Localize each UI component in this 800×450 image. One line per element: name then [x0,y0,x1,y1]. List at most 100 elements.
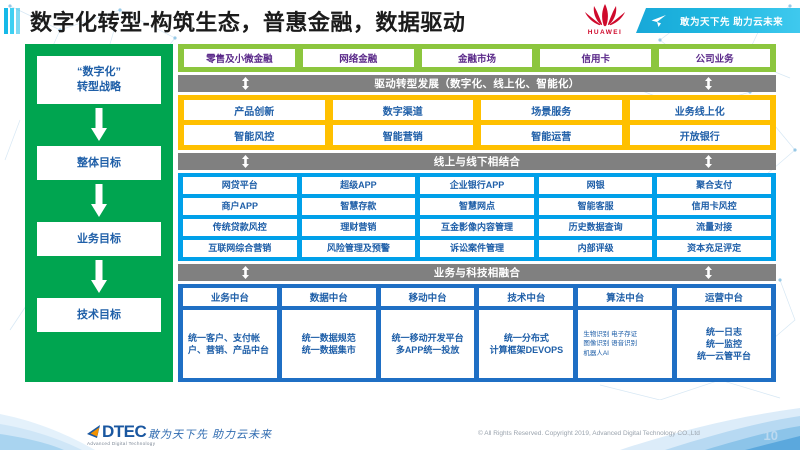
capabilities-row: 商户APP 智慧存款 智慧网点 智能客服 信用卡风控 [183,198,771,215]
huawei-logo: HUAWEI [581,2,629,40]
slide-header: 数字化转型-构筑生态，普惠金融，数据驱动 HUAWEI 敢为天下先 助力云未来 [0,0,800,42]
platform-column-business: 业务中台 统一客户、支付帐户、营销、产品中台 [183,288,277,378]
strategy-item-digital-transformation[interactable]: “数字化” 转型战略 [37,56,161,104]
arrow-down-icon [91,108,107,141]
up-down-arrow-icon [705,155,712,168]
up-down-arrow-icon [242,266,249,279]
platforms-band: 业务中台 统一客户、支付帐户、营销、产品中台 数据中台 统一数据规范 统一数据集… [178,284,776,382]
divider-online-offline: 线上与线下相结合 [178,153,776,170]
up-down-arrow-icon [705,266,712,279]
business-line-financial-market[interactable]: 金融市场 [421,49,533,67]
platform-column-technology: 技术中台 统一分布式 计算框架DEVOPS [479,288,574,378]
capability-internal-rating[interactable]: 内部评级 [538,240,653,257]
goal-open-banking[interactable]: 开放银行 [629,125,770,145]
divider-online-offline-label: 线上与线下相结合 [433,156,521,168]
slogan-text: 敢为天下先 助力云未来 [680,16,784,28]
platform-body-data: 统一数据规范 统一数据集市 [281,310,376,378]
goals-row: 产品创新 数字渠道 场景服务 业务线上化 [184,100,770,120]
capability-smart-customer-service[interactable]: 智能客服 [538,198,653,215]
platform-head-business[interactable]: 业务中台 [183,288,277,306]
capability-litigation-case-mgmt[interactable]: 诉讼案件管理 [420,240,534,257]
huawei-flower-icon [585,4,625,27]
business-line-retail-micro[interactable]: 零售及小微金融 [184,49,295,67]
strategy-item-technology-goal[interactable]: 技术目标 [37,298,161,332]
capabilities-row: 网贷平台 超级APP 企业银行APP 网银 聚合支付 [183,177,771,194]
capability-smart-branch[interactable]: 智慧网点 [420,198,534,215]
platform-body-business: 统一客户、支付帐户、营销、产品中台 [183,310,277,378]
capability-corporate-bank-app[interactable]: 企业银行APP [420,177,534,194]
divider-drive-label: 驱动转型发展（数字化、线上化、智能化） [374,78,580,90]
paper-plane-icon [651,14,666,27]
divider-drive-transformation: 驱动转型发展（数字化、线上化、智能化） [178,75,776,92]
strategy-item-overall-goal[interactable]: 整体目标 [37,146,161,180]
footer-slogan: 敢为天下先 助力云未来 [148,429,273,441]
goal-product-innovation[interactable]: 产品创新 [184,100,325,120]
strategy-column: “数字化” 转型战略 整体目标 业务目标 技术目标 [25,44,173,382]
platform-body-technology: 统一分布式 计算框架DEVOPS [479,310,574,378]
platform-body-algorithm: 生物识别 电子存证 图像识别 语音识别 机器人AI [578,310,673,378]
capabilities-row: 互联网综合营销 风险管理及预警 诉讼案件管理 内部评级 资本充足评定 [183,240,771,257]
capability-internet-marketing[interactable]: 互联网综合营销 [183,240,297,257]
goal-digital-channel[interactable]: 数字渠道 [332,100,473,120]
dtec-logo: DTEC Advanced Digital Technology [86,423,155,446]
up-down-arrow-icon [705,77,712,90]
capability-credit-card-risk[interactable]: 信用卡风控 [657,198,771,215]
capability-wealth-marketing[interactable]: 理财营销 [301,219,416,236]
dtec-wordmark: DTEC [102,422,147,441]
up-down-arrow-icon [242,77,249,90]
diagram-stage: “数字化” 转型战略 整体目标 业务目标 技术目标 零售及小微金融 网络金融 金… [0,42,800,400]
capability-image-content-mgmt[interactable]: 互金影像内容管理 [420,219,534,236]
up-down-arrow-icon [242,155,249,168]
platform-head-technology[interactable]: 技术中台 [479,288,574,306]
slogan-banner: 敢为天下先 助力云未来 [636,8,800,33]
page-number: 10 [763,428,778,443]
capability-merchant-app[interactable]: 商户APP [183,198,297,215]
platform-column-data: 数据中台 统一数据规范 统一数据集市 [281,288,376,378]
platform-body-mobile: 统一移动开发平台 多APP统一投放 [380,310,475,378]
capability-super-app[interactable]: 超级APP [301,177,416,194]
arrow-down-icon [91,184,107,217]
goal-business-online[interactable]: 业务线上化 [629,100,770,120]
goal-smart-marketing[interactable]: 智能营销 [332,125,473,145]
business-line-corporate[interactable]: 公司业务 [659,49,770,67]
goals-band: 产品创新 数字渠道 场景服务 业务线上化 智能风控 智能营销 智能运营 开放银行 [178,95,776,150]
goal-smart-operation[interactable]: 智能运营 [481,125,622,145]
capability-online-banking[interactable]: 网银 [538,177,653,194]
business-line-band: 零售及小微金融 网络金融 金融市场 信用卡 公司业务 [178,44,776,72]
huawei-wordmark: HUAWEI [587,29,623,36]
platform-column-algorithm: 算法中台 生物识别 电子存证 图像识别 语音识别 机器人AI [578,288,673,378]
dtec-tagline: Advanced Digital Technology [87,441,156,446]
capability-traditional-loan-risk[interactable]: 传统贷款风控 [183,219,297,236]
platform-head-data[interactable]: 数据中台 [281,288,376,306]
capability-aggregate-payment[interactable]: 聚合支付 [657,177,771,194]
divider-business-technology-label: 业务与科技相融合 [433,267,521,279]
capability-online-lending[interactable]: 网贷平台 [183,177,297,194]
header-accent-bars [4,8,26,34]
copyright-text: © All Rights Reserved. Copyright 2019, A… [478,430,700,437]
capability-traffic-integration[interactable]: 流量对接 [657,219,771,236]
capability-smart-deposit[interactable]: 智慧存款 [301,198,416,215]
footer-wave-decoration [0,408,800,450]
capabilities-band: 网贷平台 超级APP 企业银行APP 网银 聚合支付 商户APP 智慧存款 智慧… [178,173,776,261]
strategy-item-business-goal[interactable]: 业务目标 [37,222,161,256]
business-line-credit-card[interactable]: 信用卡 [540,49,652,67]
content-column: 零售及小微金融 网络金融 金融市场 信用卡 公司业务 驱动转型发展（数字化、线上… [178,44,776,382]
platform-head-algorithm[interactable]: 算法中台 [578,288,673,306]
slide-footer: DTEC Advanced Digital Technology 敢为天下先 助… [0,400,800,450]
capability-capital-adequacy[interactable]: 资本充足评定 [657,240,771,257]
capability-risk-mgmt-warning[interactable]: 风险管理及预警 [301,240,416,257]
platform-body-operation: 统一日志 统一监控 统一云管平台 [677,310,771,378]
goal-scenario-service[interactable]: 场景服务 [481,100,622,120]
platform-column-operation: 运营中台 统一日志 统一监控 统一云管平台 [677,288,771,378]
goal-smart-risk-control[interactable]: 智能风控 [184,125,325,145]
divider-business-technology: 业务与科技相融合 [178,264,776,281]
goals-row: 智能风控 智能营销 智能运营 开放银行 [184,125,770,145]
dtec-triangle-icon [87,424,100,438]
page-title: 数字化转型-构筑生态，普惠金融，数据驱动 [30,10,466,35]
business-line-internet-finance[interactable]: 网络金融 [302,49,414,67]
capabilities-row: 传统贷款风控 理财营销 互金影像内容管理 历史数据查询 流量对接 [183,219,771,236]
arrow-down-icon [91,260,107,293]
platform-head-operation[interactable]: 运营中台 [677,288,771,306]
platform-head-mobile[interactable]: 移动中台 [380,288,475,306]
capability-historical-data-query[interactable]: 历史数据查询 [538,219,653,236]
